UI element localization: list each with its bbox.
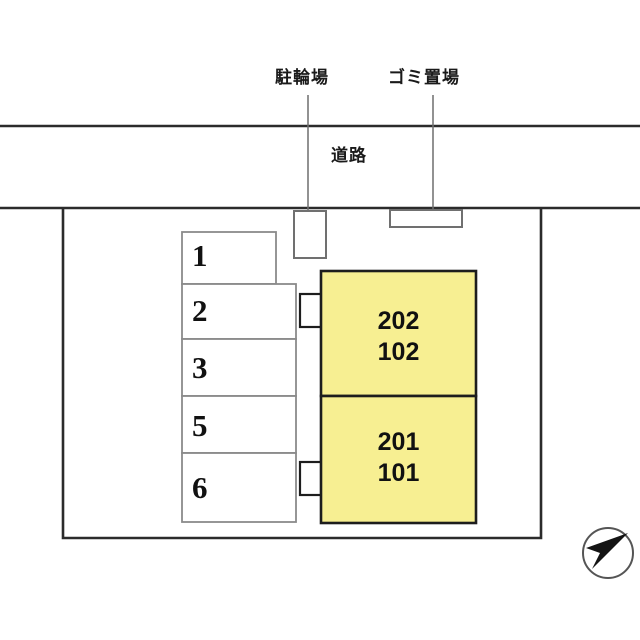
building-unit-lower bbox=[319, 394, 478, 525]
parking-stall-3 bbox=[181, 338, 297, 397]
entrance-box-upper bbox=[298, 292, 324, 329]
parking-stalls bbox=[181, 231, 297, 523]
bicycle-parking-box bbox=[293, 210, 327, 259]
garbage-area-box bbox=[389, 209, 463, 228]
site-boundary bbox=[61, 209, 543, 540]
road-lines bbox=[0, 124, 640, 210]
unit-number-201: 201 bbox=[377, 428, 420, 456]
parking-stall-6 bbox=[181, 452, 297, 523]
bicycle-parking-label: 駐輪場 bbox=[275, 68, 329, 88]
parking-stall-number-3: 3 bbox=[192, 350, 208, 385]
unit-number-101: 101 bbox=[377, 459, 420, 488]
building-entrances bbox=[298, 292, 324, 497]
parking-stall-5 bbox=[181, 395, 297, 454]
parking-stall-1 bbox=[181, 231, 277, 285]
parking-stall-number-2: 2 bbox=[192, 293, 208, 328]
building-unit-upper bbox=[319, 269, 478, 398]
garbage-area-label: ゴミ置場 bbox=[388, 68, 460, 88]
unit-number-102: 102 bbox=[377, 338, 420, 367]
parking-stall-number-1: 1 bbox=[192, 238, 208, 273]
unit-number-202: 202 bbox=[377, 307, 420, 335]
building-block bbox=[319, 269, 478, 525]
compass-rose bbox=[582, 527, 634, 579]
building-unit-lower-label: 201 101 bbox=[321, 427, 476, 490]
road-label: 道路 bbox=[331, 146, 367, 166]
north-arrow-icon bbox=[586, 533, 628, 569]
parking-stall-number-5: 5 bbox=[192, 408, 208, 443]
building-unit-upper-label: 202 102 bbox=[321, 306, 476, 369]
entrance-box-lower bbox=[298, 460, 324, 497]
parking-stall-number-6: 6 bbox=[192, 470, 208, 505]
